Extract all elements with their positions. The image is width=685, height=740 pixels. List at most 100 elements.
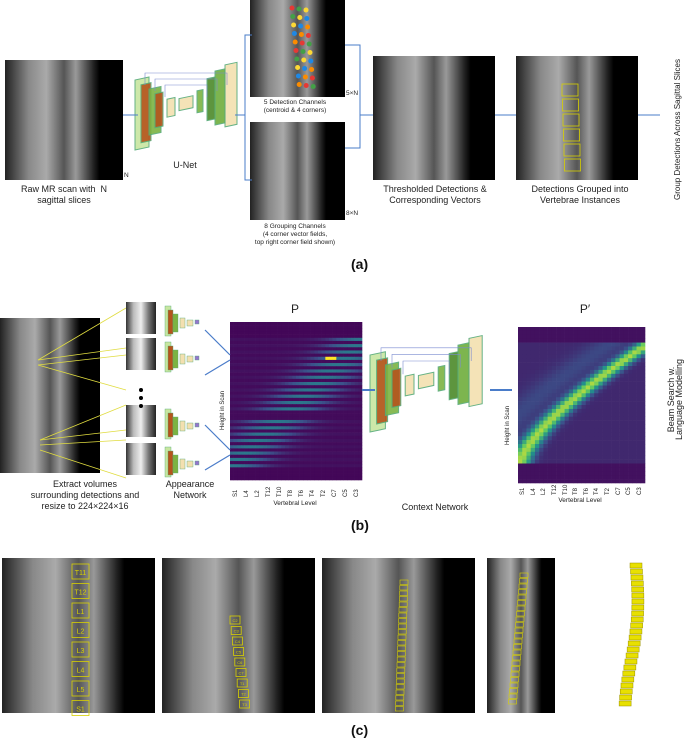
heatmap-cell: [296, 385, 300, 389]
heatmap-cell: [556, 377, 561, 382]
heatmap-cell: [255, 369, 260, 373]
unet-layer: [437, 364, 446, 392]
appearance-network: [164, 341, 200, 373]
heatmap-cell: [530, 334, 536, 339]
heatmap-cell: [534, 428, 540, 433]
heatmap-cell: [332, 344, 337, 348]
heatmap-cell: [270, 347, 275, 351]
heatmap-cell: [564, 447, 570, 453]
heatmap-cell: [573, 475, 578, 480]
heatmap-cell: [619, 330, 625, 336]
heatmap-cell: [611, 467, 616, 472]
heatmap-cell: [615, 467, 620, 472]
heatmap-cell: [318, 432, 322, 437]
heatmap-cell: [573, 405, 578, 410]
heatmap-cell: [636, 358, 642, 363]
heatmap-cell: [332, 432, 337, 437]
net-layer: [179, 317, 186, 329]
vertebra-label: L3: [77, 648, 85, 655]
heatmap-cell: [640, 373, 646, 378]
heatmap-cell: [581, 455, 587, 460]
heatmap-cell: [263, 464, 267, 468]
heatmap-cell: [329, 464, 333, 468]
heatmap-cell: [266, 363, 271, 367]
heatmap-cell: [314, 366, 319, 370]
heatmap-cell: [354, 454, 359, 459]
heatmap-cell: [277, 366, 282, 370]
heatmap-cell: [299, 404, 304, 408]
heatmap-cell: [321, 445, 326, 449]
heatmap-cell: [241, 340, 245, 345]
heatmap-cell: [518, 342, 523, 347]
heatmap-cell: [547, 327, 553, 332]
heatmap-cell: [274, 416, 278, 421]
vertebra-label: T11: [75, 570, 87, 577]
caption-line: Extract volumes: [52, 479, 118, 489]
heatmap-cell: [343, 438, 348, 443]
heatmap-cell: [314, 426, 319, 430]
heatmap-cell: [594, 440, 599, 445]
heatmap-cell: [594, 444, 599, 449]
heatmap-cell: [332, 435, 337, 440]
heatmap-cell: [632, 346, 637, 351]
3d-vertebra: [619, 688, 633, 695]
heatmap-cell: [288, 448, 293, 452]
heatmap-cell: [619, 397, 625, 402]
heatmap-cell: [237, 467, 242, 471]
vertebra-label: T2: [241, 691, 246, 696]
heatmap-cell: [266, 464, 271, 468]
heatmap-cell: [585, 424, 591, 429]
heatmap-cell: [303, 350, 308, 354]
heatmap-cell: [252, 467, 256, 471]
heatmap-cell: [325, 322, 330, 326]
heatmap-cell: [628, 373, 633, 378]
heatmap-cell: [288, 334, 293, 339]
heatmap-cell: [307, 448, 311, 452]
heatmap-cell: [325, 470, 330, 474]
vertebra-box: [510, 677, 519, 683]
heatmap-cell: [606, 397, 612, 402]
heatmap-cell: [351, 470, 355, 474]
detection-dot: [291, 22, 297, 28]
heatmap-cell: [292, 391, 297, 395]
heatmap-cell: [354, 442, 359, 446]
heatmap-cell: [285, 353, 289, 358]
heatmap-cell: [581, 389, 587, 394]
heatmap-cell: [263, 404, 267, 408]
heatmap-cell: [321, 325, 326, 329]
heatmap-cell: [248, 369, 253, 373]
heatmap-cell: [543, 327, 548, 332]
heatmap-cell: [340, 340, 344, 345]
heatmap-cell: [534, 416, 540, 421]
heatmap-cell: [340, 388, 344, 392]
p-prime-title: P′: [579, 302, 591, 316]
heatmap-cell: [522, 385, 527, 390]
caption-line: Appearance: [165, 479, 215, 489]
heatmap-cell: [522, 369, 527, 375]
heatmap-cell: [518, 397, 523, 402]
heatmap-cell: [539, 479, 544, 484]
heatmap-cell: [594, 416, 599, 421]
heatmap-cell: [534, 393, 540, 398]
heatmap-cell: [343, 344, 348, 348]
heatmap-cell: [347, 451, 352, 456]
heatmap-cell: [640, 455, 646, 460]
heatmap-cell: [336, 445, 341, 449]
vertebra-box: [562, 98, 579, 112]
heatmap-cell: [611, 366, 616, 371]
heatmap-cell: [340, 467, 344, 471]
heatmap-cell: [248, 457, 253, 462]
heatmap-cell: [560, 408, 565, 414]
heatmap-cell: [347, 442, 352, 446]
heatmap-cell: [351, 454, 355, 459]
heatmap-cell: [332, 334, 337, 339]
heatmap-cell: [598, 385, 603, 390]
heatmap-cell: [611, 428, 616, 433]
heatmap-cell: [310, 448, 315, 452]
heatmap-cell: [299, 467, 304, 471]
heatmap-cell: [230, 467, 234, 471]
heatmap-cell: [547, 432, 553, 437]
heatmap-cell: [581, 338, 587, 343]
heatmap-cell: [547, 358, 553, 363]
heatmap-cell: [285, 432, 289, 437]
